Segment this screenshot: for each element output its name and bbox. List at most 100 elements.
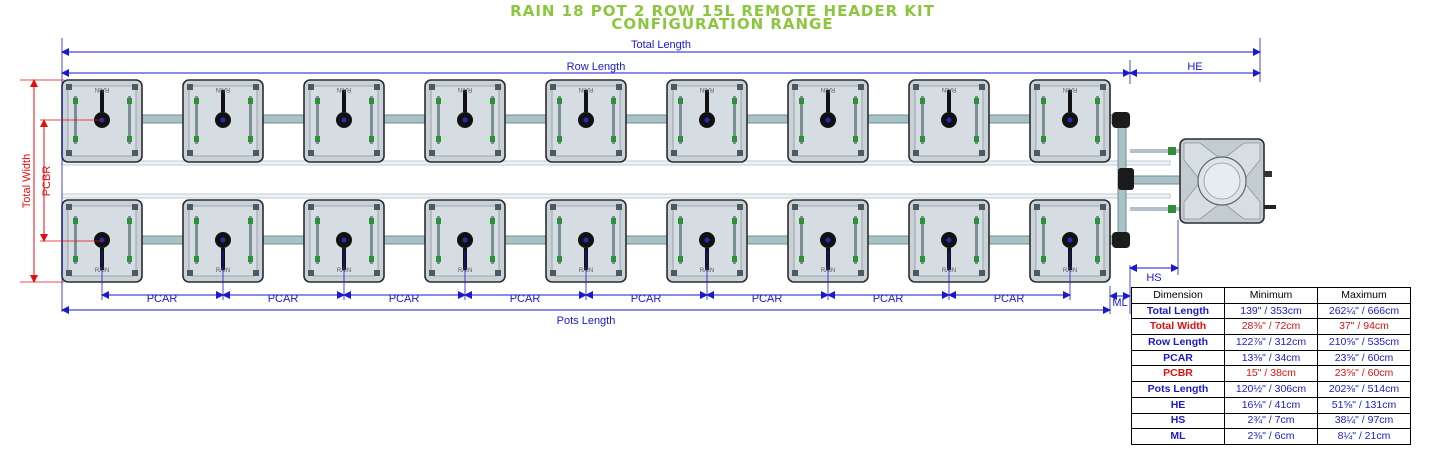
pot: RAIN bbox=[787, 79, 869, 163]
pot-clip bbox=[308, 204, 314, 210]
pot-clip bbox=[792, 150, 798, 156]
dripper-head bbox=[1095, 98, 1100, 104]
pot-brand-label: RAIN bbox=[458, 86, 472, 92]
pot-clip bbox=[1034, 204, 1040, 210]
hs-label: HS bbox=[1146, 272, 1161, 284]
maximum-cell: 37" / 94cm bbox=[1317, 318, 1411, 336]
pot-clip bbox=[66, 270, 72, 276]
dimension-cell: Total Width bbox=[1131, 318, 1225, 336]
pot-clip bbox=[308, 270, 314, 276]
pot: RAIN bbox=[424, 79, 506, 163]
dripper-stake bbox=[1042, 216, 1045, 264]
dripper-head bbox=[974, 98, 979, 104]
dripper-head bbox=[557, 98, 562, 104]
pot-clip bbox=[132, 204, 138, 210]
dripper-stake bbox=[1042, 96, 1045, 144]
dripper-stake bbox=[249, 96, 252, 144]
maximum-cell: 51⅝" / 131cm bbox=[1317, 396, 1411, 414]
pot-outlet-dot bbox=[825, 237, 831, 243]
pot-outlet-dot bbox=[1067, 117, 1073, 123]
dripper-stake bbox=[558, 216, 561, 264]
pot-clip bbox=[429, 84, 435, 90]
dripper-head bbox=[490, 98, 495, 104]
header-fitting bbox=[1168, 205, 1176, 213]
pot-clip bbox=[913, 150, 919, 156]
pot-clip bbox=[979, 204, 985, 210]
dripper-head bbox=[732, 98, 737, 104]
pot-clip bbox=[913, 270, 919, 276]
ml-label: ML bbox=[1112, 297, 1127, 309]
dimension-cell: PCAR bbox=[1131, 349, 1225, 367]
dripper-head bbox=[248, 218, 253, 224]
dimension-cell: PCBR bbox=[1131, 365, 1225, 383]
dripper-head bbox=[194, 136, 199, 142]
dripper-head bbox=[490, 256, 495, 262]
dripper-head bbox=[73, 256, 78, 262]
dripper-head bbox=[974, 256, 979, 262]
dripper-head bbox=[678, 98, 683, 104]
pot: RAIN bbox=[545, 199, 627, 283]
pot-clip bbox=[737, 150, 743, 156]
pot: RAIN bbox=[1029, 79, 1111, 163]
pot-clip bbox=[671, 150, 677, 156]
dripper-stake bbox=[437, 216, 440, 264]
dripper-head bbox=[799, 98, 804, 104]
pot-clip bbox=[792, 204, 798, 210]
pot-brand-label: RAIN bbox=[579, 86, 593, 92]
dripper-head bbox=[127, 98, 132, 104]
pot-stem bbox=[463, 90, 467, 112]
pot-clip bbox=[616, 150, 622, 156]
dimension-cell: Row Length bbox=[1131, 334, 1225, 351]
dimension-cell: HE bbox=[1131, 396, 1225, 414]
pot-clip bbox=[913, 204, 919, 210]
dimension-cell: Total Length bbox=[1131, 302, 1225, 320]
pot-clip bbox=[187, 84, 193, 90]
dripper-head bbox=[853, 136, 858, 142]
pcar-label: PCAR bbox=[510, 293, 541, 305]
pot-outlet-dot bbox=[341, 117, 347, 123]
dripper-head bbox=[920, 136, 925, 142]
dripper-stake bbox=[491, 216, 494, 264]
dripper-stake bbox=[370, 96, 373, 144]
dripper-stake bbox=[921, 216, 924, 264]
dripper-head bbox=[369, 218, 374, 224]
pot-stem bbox=[826, 90, 830, 112]
dripper-stake bbox=[800, 96, 803, 144]
dripper-head bbox=[248, 136, 253, 142]
pot: RAIN bbox=[303, 199, 385, 283]
dripper-head bbox=[127, 256, 132, 262]
pot: RAIN bbox=[666, 79, 748, 163]
dripper-head bbox=[920, 218, 925, 224]
pcar-label: PCAR bbox=[752, 293, 783, 305]
dripper-head bbox=[799, 136, 804, 142]
pot-clip bbox=[550, 150, 556, 156]
dripper-head bbox=[315, 218, 320, 224]
dripper-head bbox=[678, 218, 683, 224]
dripper-stake bbox=[491, 96, 494, 144]
minimum-cell: 120½" / 306cm bbox=[1224, 381, 1318, 398]
pcar-label: PCAR bbox=[389, 293, 420, 305]
pot-clip bbox=[616, 84, 622, 90]
pot: RAIN bbox=[303, 79, 385, 163]
dripper-stake bbox=[679, 96, 682, 144]
dripper-stake bbox=[733, 96, 736, 144]
dimension-cell: ML bbox=[1131, 428, 1225, 445]
pot: RAIN bbox=[545, 79, 627, 163]
pcar-label: PCAR bbox=[268, 293, 299, 305]
pot-stem bbox=[705, 90, 709, 112]
dripper-head bbox=[369, 256, 374, 262]
pot-clip bbox=[979, 270, 985, 276]
pcar-label: PCAR bbox=[994, 293, 1025, 305]
dripper-head bbox=[678, 136, 683, 142]
dripper-stake bbox=[249, 216, 252, 264]
pot-brand-label: RAIN bbox=[1063, 86, 1077, 92]
minimum-cell: 16⅛" / 41cm bbox=[1224, 396, 1318, 414]
dripper-head bbox=[127, 218, 132, 224]
dripper-head bbox=[732, 256, 737, 262]
dripper-head bbox=[73, 98, 78, 104]
pot-clip bbox=[1034, 150, 1040, 156]
dripper-head bbox=[248, 256, 253, 262]
pot-clip bbox=[979, 84, 985, 90]
dripper-stake bbox=[800, 216, 803, 264]
